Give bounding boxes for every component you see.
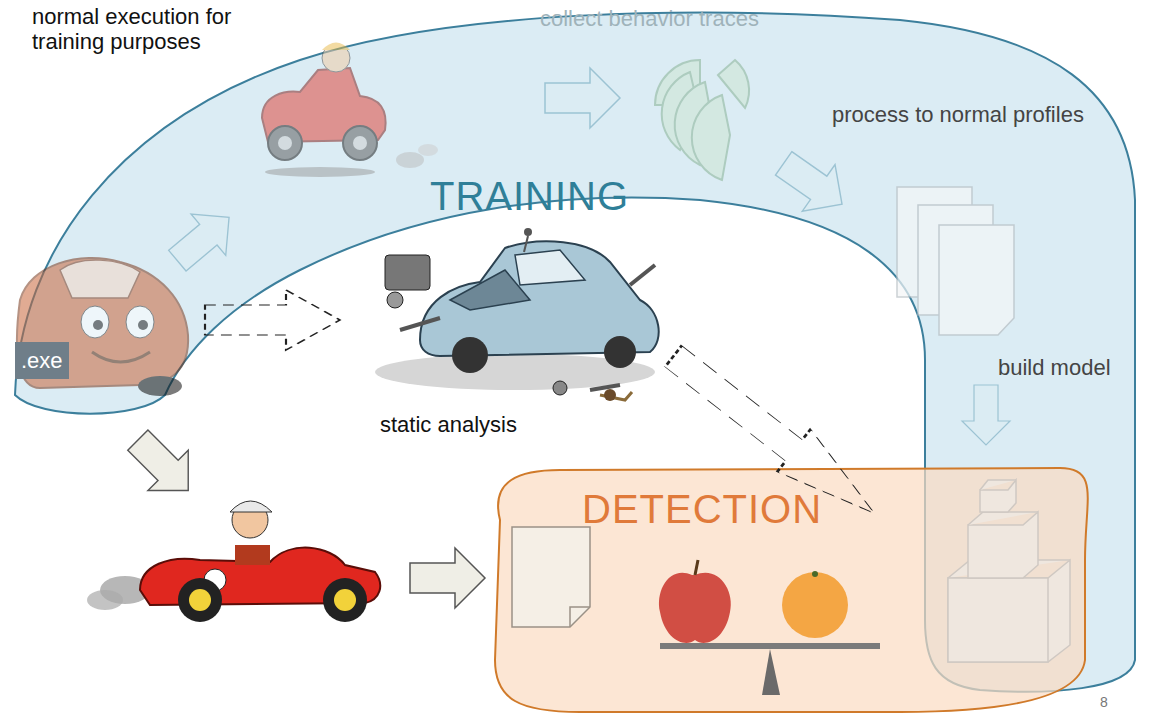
profile-pages [897, 187, 1014, 335]
step-label: collect behavior traces [540, 6, 759, 31]
step-label-holder: process to normal profiles [832, 102, 1084, 127]
file-tag-holder: .exe [15, 342, 69, 379]
step-label-holder: collect behavior traces [540, 6, 759, 31]
step-label-holder: static analysis [380, 412, 517, 437]
band-title: TRAINING [430, 174, 629, 219]
trace-page [512, 527, 590, 627]
car-normal [262, 43, 438, 178]
car-racing [87, 501, 380, 622]
step-label-holder: build model [998, 355, 1111, 380]
step-label: build model [998, 355, 1111, 380]
step-label-holder: normal execution for training purposes [32, 4, 282, 55]
step-label: process to normal profiles [832, 102, 1084, 127]
step-label: normal execution for training purposes [32, 4, 282, 55]
step-label: static analysis [380, 412, 517, 437]
car-static-analysis [375, 228, 659, 401]
comparison-balance [659, 560, 880, 695]
file-tag: .exe [15, 342, 69, 379]
page-number-holder: 8 [1100, 693, 1108, 711]
model-cubes [948, 480, 1070, 662]
trace-slices [655, 60, 749, 180]
band-title: DETECTION [582, 487, 822, 532]
page-number: 8 [1100, 694, 1108, 710]
